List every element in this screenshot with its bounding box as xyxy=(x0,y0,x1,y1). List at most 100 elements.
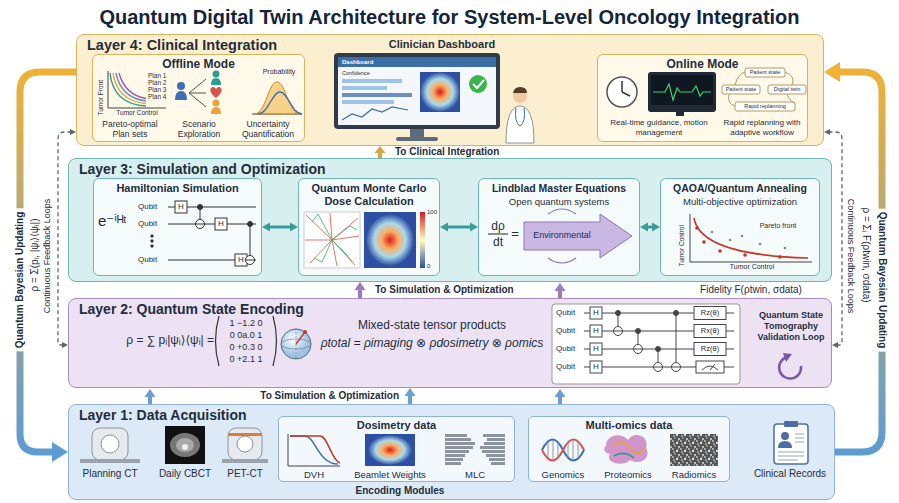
illustration-rect xyxy=(552,304,740,384)
connector xyxy=(58,132,72,345)
label-text-wrap: H xyxy=(590,325,602,337)
arrow-head xyxy=(470,223,478,232)
illustration-path xyxy=(305,213,359,266)
label-text: ρ = Σᵢ F(ρtwin, σdata) xyxy=(859,207,871,302)
illustration-circle xyxy=(151,235,153,237)
label-text: Mixed-state tensor products xyxy=(316,318,548,333)
edge-label: Quantum Bayesian Updating xyxy=(876,209,888,352)
illustration-path xyxy=(516,108,525,126)
illustration-rect xyxy=(342,86,387,90)
label-text-wrap: Pareto front xyxy=(750,222,806,230)
illustration-rect xyxy=(215,218,227,230)
label-text-wrap: 0 xyxy=(427,263,439,270)
arrow-head xyxy=(290,223,298,232)
label-text-wrap: Plan 3 xyxy=(148,86,176,93)
illustration-circle xyxy=(656,347,661,352)
illustration-polygon xyxy=(555,389,566,397)
label-text-wrap: Qubit xyxy=(556,362,584,372)
illustration-path xyxy=(542,440,584,461)
illustration-path xyxy=(296,332,305,344)
illustration-circle xyxy=(177,82,185,90)
illustration-rect xyxy=(410,129,424,137)
node-heading: Hamiltonian Simulation xyxy=(97,182,258,195)
label-text-wrap: Qubit xyxy=(556,308,584,318)
illustration-g xyxy=(445,434,505,465)
label-text-wrap: Quantum State Tomography Validation Loop xyxy=(752,310,830,343)
label-text-wrap: Rz(θ) xyxy=(694,343,726,355)
label-text-wrap: H xyxy=(590,307,602,319)
illustration-circle xyxy=(784,247,787,250)
illustration-path xyxy=(584,313,734,367)
label-text: Probability xyxy=(256,68,302,76)
illustration-circle xyxy=(672,363,681,372)
illustration-polygon xyxy=(524,214,632,258)
illustration-path xyxy=(196,224,205,225)
label-text-wrap: Environmental xyxy=(524,230,600,241)
label-text: ρtotal = ρimaging ⊗ ρdosimetry ⊗ ρomics xyxy=(316,336,548,351)
node-heading: Lindblad Master Equations xyxy=(481,182,637,195)
illustration-rect xyxy=(334,53,500,129)
label-text-wrap: 0 +2.1 1 xyxy=(220,353,272,365)
illustration-path xyxy=(189,79,206,107)
label-text-wrap: Qubit xyxy=(556,326,584,336)
illustration-rect xyxy=(484,442,505,445)
label-text-wrap: Scenario Exploration xyxy=(166,120,232,139)
hamiltonian-circuit xyxy=(151,201,256,266)
illustration-path xyxy=(211,107,221,114)
illustration-rect xyxy=(784,421,798,427)
illustration-rect xyxy=(670,434,718,466)
illustration-circle xyxy=(778,255,782,259)
label-text: 100 xyxy=(427,209,439,216)
label-text: Pareto-optimal Plan sets xyxy=(94,120,166,139)
arrow-head xyxy=(640,223,648,232)
illustration-polyline xyxy=(342,107,408,120)
label-text: Qubit xyxy=(556,362,584,372)
illustration-rect xyxy=(338,57,496,125)
label-text: Fidelity F(ρtwin, σdata) xyxy=(676,284,826,296)
label-text: Patient state xyxy=(722,85,760,94)
label-text-wrap: dρ xyxy=(486,219,510,233)
arrow-head xyxy=(70,129,76,135)
illustration-rect xyxy=(694,343,726,356)
label-text-wrap: Rapid replanning xyxy=(735,102,795,111)
illustration-path xyxy=(488,234,508,235)
label-text: Clinical Records xyxy=(746,468,834,480)
illustration-rect xyxy=(396,137,438,141)
arrow-head xyxy=(375,146,386,153)
label-text-wrap: Tumor Front xyxy=(83,86,119,94)
label-text: Uncertainty Quantification xyxy=(232,120,304,139)
illustration-rect xyxy=(745,68,785,77)
probability-plot xyxy=(252,82,302,114)
monte-carlo-tracks xyxy=(304,212,425,268)
illustration-circle xyxy=(248,222,253,227)
label-text: Plan 3 xyxy=(148,86,176,93)
illustration-circle xyxy=(674,311,679,316)
illustration-rect xyxy=(342,100,394,104)
label-text: Quantum State Tomography Validation Loop xyxy=(752,310,830,343)
illustration-path xyxy=(694,218,808,258)
illustration-rect xyxy=(445,446,473,449)
illustration-path xyxy=(473,80,484,88)
label-text-wrap: Uncertainty Quantification xyxy=(232,120,304,139)
illustration-rect xyxy=(480,446,505,449)
ct-scanners xyxy=(80,426,268,464)
illustration-circle xyxy=(213,71,220,78)
illustration-path xyxy=(702,364,718,370)
edge-label-wrap: To Simulation & Optimization xyxy=(372,284,544,296)
label-text-wrap: Encoding Modules xyxy=(330,485,470,497)
diagram-title-wrap: Quantum Digital Twin Architecture for Sy… xyxy=(0,5,899,29)
label-text-wrap: e⁻ⁱᴴᵗ xyxy=(98,212,140,230)
label-text: Rapid replanning with adaptive workflow xyxy=(718,118,806,137)
label-text: dt xyxy=(486,235,510,249)
label-text-wrap: 100 xyxy=(427,209,439,216)
label-text-wrap: 0 0a.0 1 xyxy=(220,329,272,341)
illustration-path xyxy=(558,290,562,298)
label-text-wrap: MLC xyxy=(445,469,505,480)
label-text: Tumor Control xyxy=(108,109,166,117)
label-text-wrap: Rz(θ) xyxy=(694,307,726,319)
illustration-rect xyxy=(590,325,602,337)
illustration-path xyxy=(119,73,146,99)
illustration-path xyxy=(690,214,812,262)
